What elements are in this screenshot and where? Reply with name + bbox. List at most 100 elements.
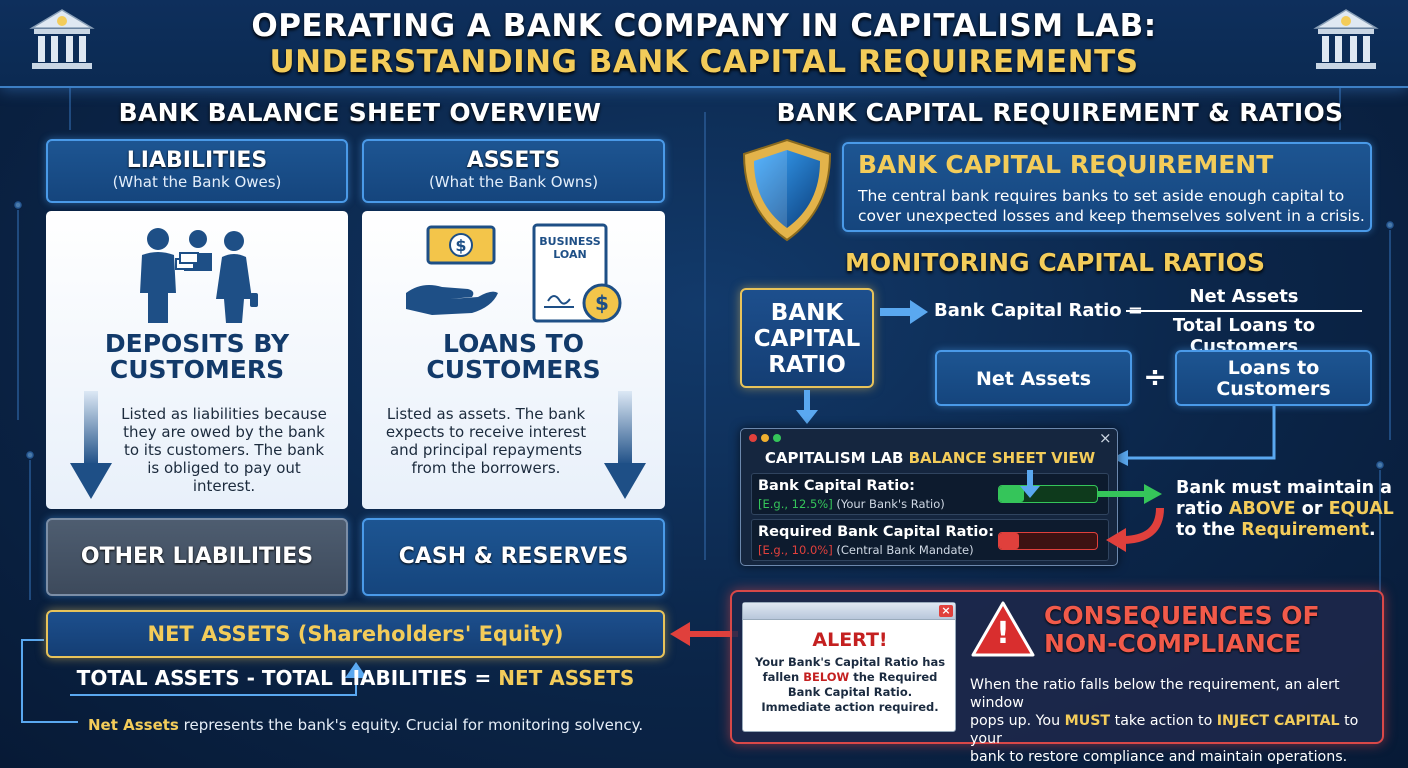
- consequences-title-line-2: NON-COMPLIANCE: [1044, 629, 1302, 658]
- alert-line-2: fallen BELOW the Required: [747, 670, 953, 685]
- loans-card: $ $ BUSINESS LOAN LOANS TO CUSTOMERS Lis…: [362, 211, 665, 509]
- consequences-title: CONSEQUENCES OF NON-COMPLIANCE: [1044, 602, 1320, 658]
- bank-ratio-bar: [998, 485, 1098, 503]
- bank-ratio-note: (Your Bank's Ratio): [832, 497, 945, 511]
- bank-capital-ratio-box: BANK CAPITAL RATIO: [740, 288, 874, 388]
- loans-button-line-1: Loans to: [1227, 357, 1320, 379]
- consequences-must: MUST: [1064, 713, 1111, 729]
- consequences-title-line-1: CONSEQUENCES OF: [1044, 601, 1320, 630]
- loans-title-line-1: LOANS TO: [443, 329, 584, 358]
- capital-ratios-heading: BANK CAPITAL REQUIREMENT & RATIOS: [776, 98, 1344, 127]
- money-hand-icon: $: [406, 225, 498, 315]
- consequences-description: When the ratio falls below the requireme…: [970, 676, 1378, 766]
- bank-ratio-value: [E.g., 12.5%]: [758, 497, 833, 511]
- loans-description: Listed as assets. The bank expects to re…: [385, 405, 587, 477]
- net-assets-label: NET ASSETS (Shareholders' Equity): [147, 622, 564, 646]
- net-assets-note: Net Assets represents the bank's equity.…: [88, 716, 668, 734]
- alert-line-3: Bank Capital Ratio.: [787, 685, 913, 699]
- window-title-white: CAPITALISM LAB: [764, 449, 909, 467]
- bank-ratio-bar-fill: [999, 486, 1024, 502]
- required-ratio-bar: [998, 532, 1098, 550]
- ratio-box-line-2: CAPITAL: [753, 326, 861, 352]
- badge-line-1: BUSINESS: [539, 235, 601, 248]
- alert-message: Your Bank's Capital Ratio has fallen BEL…: [747, 655, 953, 715]
- maintain-equal: EQUAL: [1328, 499, 1394, 519]
- deposits-card: DEPOSITS BY CUSTOMERS Listed as liabilit…: [46, 211, 348, 509]
- balance-sheet-window: × CAPITALISM LAB BALANCE SHEET VIEW Bank…: [740, 428, 1118, 566]
- balance-sheet-heading: BANK BALANCE SHEET OVERVIEW: [118, 98, 602, 127]
- shield-icon: [742, 138, 832, 242]
- business-loan-document-icon: $: [532, 223, 622, 323]
- requirement-title: BANK CAPITAL REQUIREMENT: [858, 150, 1274, 179]
- deposits-title-line-2: CUSTOMERS: [109, 355, 285, 384]
- loans-button-line-2: Customers: [1216, 378, 1331, 400]
- liabilities-subtitle: (What the Bank Owes): [112, 173, 282, 191]
- maintain-ratio-word: ratio: [1176, 499, 1229, 519]
- required-ratio-value: [E.g., 10.0%]: [758, 543, 833, 557]
- bank-ratio-value-line: [E.g., 12.5%] (Your Bank's Ratio): [758, 497, 945, 511]
- alert-title: ALERT!: [812, 629, 888, 651]
- loans-title-line-2: CUSTOMERS: [426, 355, 601, 384]
- bank-ratio-row: Bank Capital Ratio: [E.g., 12.5%] (Your …: [751, 473, 1109, 515]
- consequences-inject: INJECT CAPITAL: [1216, 713, 1340, 729]
- alert-line-4: Immediate action required.: [761, 700, 939, 714]
- note-text: represents the bank's equity. Crucial fo…: [178, 716, 644, 734]
- other-liabilities-panel: OTHER LIABILITIES: [46, 518, 348, 596]
- alert-close-icon[interactable]: ×: [939, 605, 953, 617]
- assets-panel: ASSETS (What the Bank Owns): [362, 139, 665, 203]
- window-maximize-dot[interactable]: [773, 434, 781, 442]
- maintain-line-2: ratio ABOVE or EQUAL: [1176, 499, 1396, 520]
- window-close-icon[interactable]: ×: [1099, 429, 1112, 447]
- window-close-dot[interactable]: [749, 434, 757, 442]
- arrow-up-icon: [345, 662, 367, 678]
- alert-titlebar: [743, 603, 955, 620]
- window-minimize-dot[interactable]: [761, 434, 769, 442]
- arrow-left-icon: [670, 622, 738, 646]
- net-assets-button-label: Net Assets: [975, 368, 1092, 390]
- maintain-ratio-text: Bank must maintain a ratio ABOVE or EQUA…: [1176, 478, 1396, 541]
- alert-required: the Required: [849, 670, 938, 684]
- badge-line-2: LOAN: [553, 248, 587, 261]
- customers-at-counter-icon: [140, 228, 258, 323]
- maintain-above: ABOVE: [1228, 499, 1296, 519]
- ratio-box-label: BANK CAPITAL RATIO: [742, 300, 872, 378]
- divide-symbol: ÷: [1143, 360, 1167, 393]
- liabilities-panel: LIABILITIES (What the Bank Owes): [46, 139, 348, 203]
- arrow-down-icon: [604, 391, 646, 499]
- monitoring-heading: MONITORING CAPITAL RATIOS: [844, 248, 1266, 277]
- assets-title: ASSETS: [466, 148, 561, 173]
- fraction-bar: [1126, 310, 1362, 312]
- window-title-gold: BALANCE SHEET VIEW: [908, 449, 1096, 467]
- deposits-title-line-1: DEPOSITS BY: [104, 329, 290, 358]
- maintain-requirement: Requirement: [1241, 520, 1370, 540]
- bank-ratio-label: Bank Capital Ratio:: [758, 478, 915, 494]
- formula-text: TOTAL ASSETS - TOTAL LIABILITIES =: [76, 666, 499, 690]
- note-highlight: Net Assets: [88, 716, 179, 734]
- maintain-line-3: to the Requirement.: [1176, 520, 1396, 541]
- connector-line: [1112, 406, 1276, 466]
- formula-label: Bank Capital Ratio =: [934, 300, 1144, 321]
- net-assets-formula: TOTAL ASSETS - TOTAL LIABILITIES = NET A…: [46, 666, 665, 690]
- alert-fallen: fallen: [762, 670, 804, 684]
- net-assets-box: NET ASSETS (Shareholders' Equity): [46, 610, 665, 658]
- svg-text:$: $: [455, 236, 466, 255]
- cash-reserves-panel: CASH & RESERVES: [362, 518, 665, 596]
- title-line-2: UNDERSTANDING BANK CAPITAL REQUIREMENTS: [269, 44, 1139, 80]
- svg-text:$: $: [595, 291, 609, 315]
- formula-result: NET ASSETS: [498, 666, 635, 690]
- consequences-line-2: pops up. You MUST take action to INJECT …: [970, 712, 1378, 748]
- business-loan-label: BUSINESS LOAN: [534, 235, 606, 261]
- maintain-line-1: Bank must maintain a: [1176, 478, 1392, 498]
- deposits-description: Listed as liabilities because they are o…: [121, 405, 327, 495]
- ratio-box-line-3: RATIO: [768, 352, 846, 378]
- alert-line-1: Your Bank's Capital Ratio has: [754, 655, 946, 669]
- consequences-pops: pops up. You: [970, 713, 1065, 729]
- required-ratio-bar-fill: [999, 533, 1019, 549]
- arrow-down-icon: [796, 390, 818, 424]
- bank-building-icon: [29, 9, 95, 69]
- ratio-box-line-1: BANK: [770, 300, 844, 326]
- requirement-line-1: The central bank requires banks to set a…: [858, 187, 1345, 205]
- window-title: CAPITALISM LAB BALANCE SHEET VIEW: [741, 449, 1119, 467]
- capital-requirement-panel: BANK CAPITAL REQUIREMENT The central ban…: [842, 142, 1372, 232]
- net-assets-button: Net Assets: [935, 350, 1132, 406]
